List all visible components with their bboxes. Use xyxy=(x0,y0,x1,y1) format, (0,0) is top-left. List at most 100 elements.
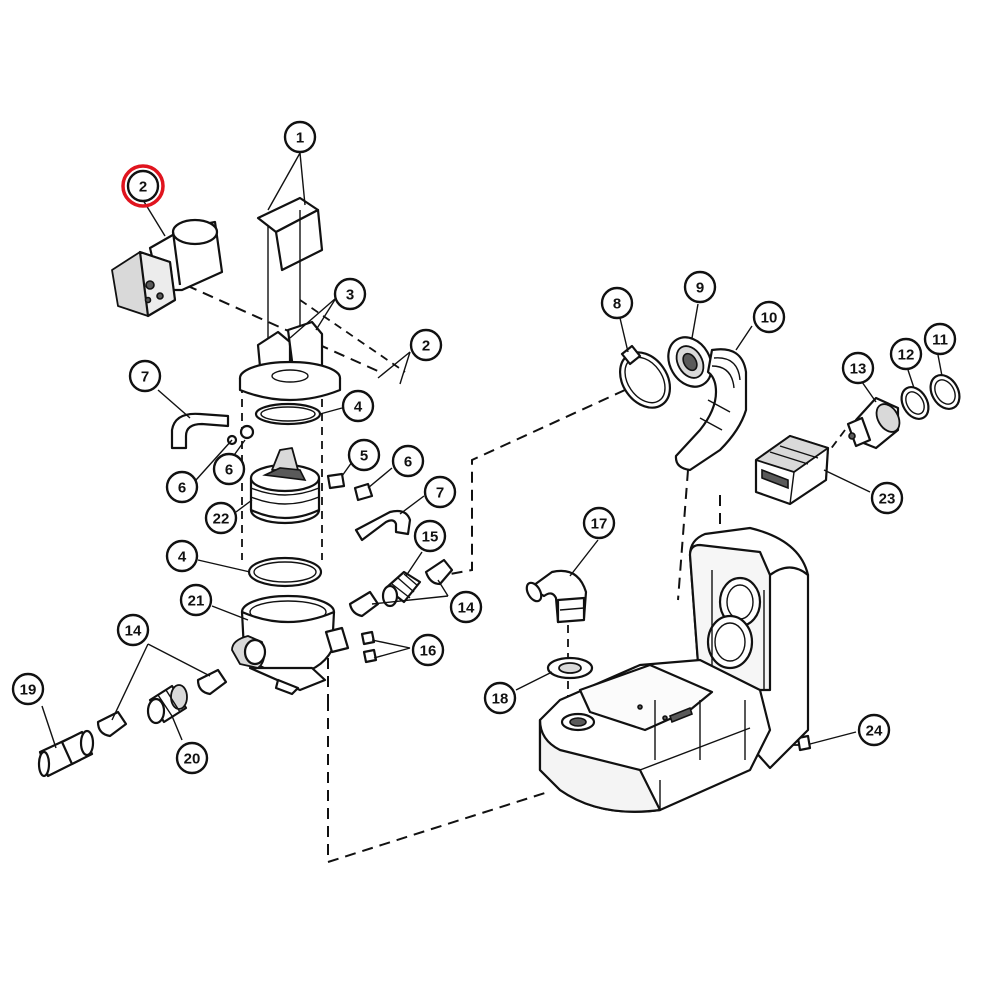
callout-15: 15 xyxy=(413,519,447,553)
callout-circle xyxy=(11,672,45,706)
part-fitting-9 xyxy=(667,336,713,388)
callout-circle xyxy=(128,359,162,393)
callout-6: 6 xyxy=(165,470,199,504)
callout-label: 17 xyxy=(591,516,608,533)
callout-label: 7 xyxy=(436,485,444,502)
callout-9: 9 xyxy=(683,270,717,304)
callout-20: 20 xyxy=(175,741,209,775)
part-elbow-hose xyxy=(674,348,748,472)
callout-label: 2 xyxy=(139,179,147,196)
highlight-ring xyxy=(121,164,165,208)
callout-circle xyxy=(582,506,616,540)
part-gasket-18 xyxy=(546,656,594,680)
callout-4: 4 xyxy=(341,389,375,423)
part-hose-adapter xyxy=(37,729,95,778)
callout-circle xyxy=(341,389,375,423)
callout-label: 12 xyxy=(898,347,915,364)
callout-circle xyxy=(175,741,209,775)
callout-19: 19 xyxy=(11,672,45,706)
part-screw-24 xyxy=(796,734,812,752)
callout-circle xyxy=(116,613,150,647)
callout-label: 9 xyxy=(696,280,704,297)
callout-circle xyxy=(841,351,875,385)
part-clip-right xyxy=(354,509,412,542)
part-clamp-b xyxy=(348,590,380,618)
part-tank xyxy=(538,526,810,813)
callout-label: 4 xyxy=(354,399,363,416)
callout-17: 17 xyxy=(582,506,616,540)
callout-2: 2 xyxy=(409,328,443,362)
callout-16: 16 xyxy=(411,633,445,667)
callout-6: 6 xyxy=(391,444,425,478)
callout-label: 24 xyxy=(866,723,883,740)
callout-22: 22 xyxy=(204,501,238,535)
callout-24: 24 xyxy=(857,713,891,747)
part-elbow-17 xyxy=(525,569,588,624)
callout-circle xyxy=(409,328,443,362)
callout-label: 5 xyxy=(360,448,368,465)
callout-5: 5 xyxy=(347,438,381,472)
callout-label: 11 xyxy=(932,332,948,349)
part-fitting-13 xyxy=(846,396,901,450)
part-screws-16 xyxy=(360,630,378,664)
callout-8: 8 xyxy=(600,286,634,320)
callout-13: 13 xyxy=(841,351,875,385)
part-flap-plate xyxy=(256,196,324,340)
callout-label: 6 xyxy=(404,454,412,471)
callout-circle xyxy=(126,169,160,203)
part-fitting-11 xyxy=(929,374,961,410)
callout-label: 19 xyxy=(20,682,37,699)
callout-18: 18 xyxy=(483,681,517,715)
callout-circle xyxy=(283,120,317,154)
part-fitting-12 xyxy=(900,386,930,420)
callout-circle xyxy=(411,633,445,667)
callout-label: 4 xyxy=(178,549,187,566)
callout-2-highlighted: 2 xyxy=(121,164,165,208)
callout-label: 15 xyxy=(422,529,439,546)
callout-circle xyxy=(683,270,717,304)
callout-7: 7 xyxy=(128,359,162,393)
callout-circle xyxy=(391,444,425,478)
part-clamp-d xyxy=(96,710,128,738)
part-o-ring-upper xyxy=(254,402,322,426)
callout-4: 4 xyxy=(165,539,199,573)
part-filter-block xyxy=(754,434,830,506)
callout-label: 1 xyxy=(296,130,304,147)
callout-label: 16 xyxy=(420,643,437,660)
callout-label: 18 xyxy=(492,691,509,708)
part-motor xyxy=(111,218,224,318)
part-valve-plate xyxy=(238,320,342,402)
callout-circle xyxy=(212,452,246,486)
part-impeller xyxy=(249,447,321,525)
callout-circle xyxy=(923,322,957,356)
callout-23: 23 xyxy=(870,481,904,515)
callout-label: 2 xyxy=(422,338,430,355)
callout-circle xyxy=(165,470,199,504)
callout-circle xyxy=(870,481,904,515)
part-clamp-a xyxy=(424,558,454,586)
part-union-nut xyxy=(146,684,188,725)
callout-11: 11 xyxy=(923,322,957,356)
part-clip-left xyxy=(170,412,230,450)
callout-label: 6 xyxy=(225,462,233,479)
callout-label: 21 xyxy=(188,593,205,610)
callout-circle xyxy=(752,300,786,334)
callout-14: 14 xyxy=(449,590,483,624)
callout-circle xyxy=(347,438,381,472)
callout-label: 13 xyxy=(850,361,867,378)
part-o-ring-lower xyxy=(247,556,323,588)
callout-label: 20 xyxy=(184,751,201,768)
callout-10: 10 xyxy=(752,300,786,334)
callout-7: 7 xyxy=(423,475,457,509)
callout-circle xyxy=(600,286,634,320)
part-hose-clamp-8 xyxy=(618,344,672,409)
part-connector-15 xyxy=(381,570,422,608)
callout-circle xyxy=(179,583,213,617)
callout-14: 14 xyxy=(116,613,150,647)
callout-6: 6 xyxy=(212,452,246,486)
callout-label: 10 xyxy=(761,310,778,327)
callout-label: 14 xyxy=(125,623,142,640)
callout-label: 22 xyxy=(213,511,230,528)
